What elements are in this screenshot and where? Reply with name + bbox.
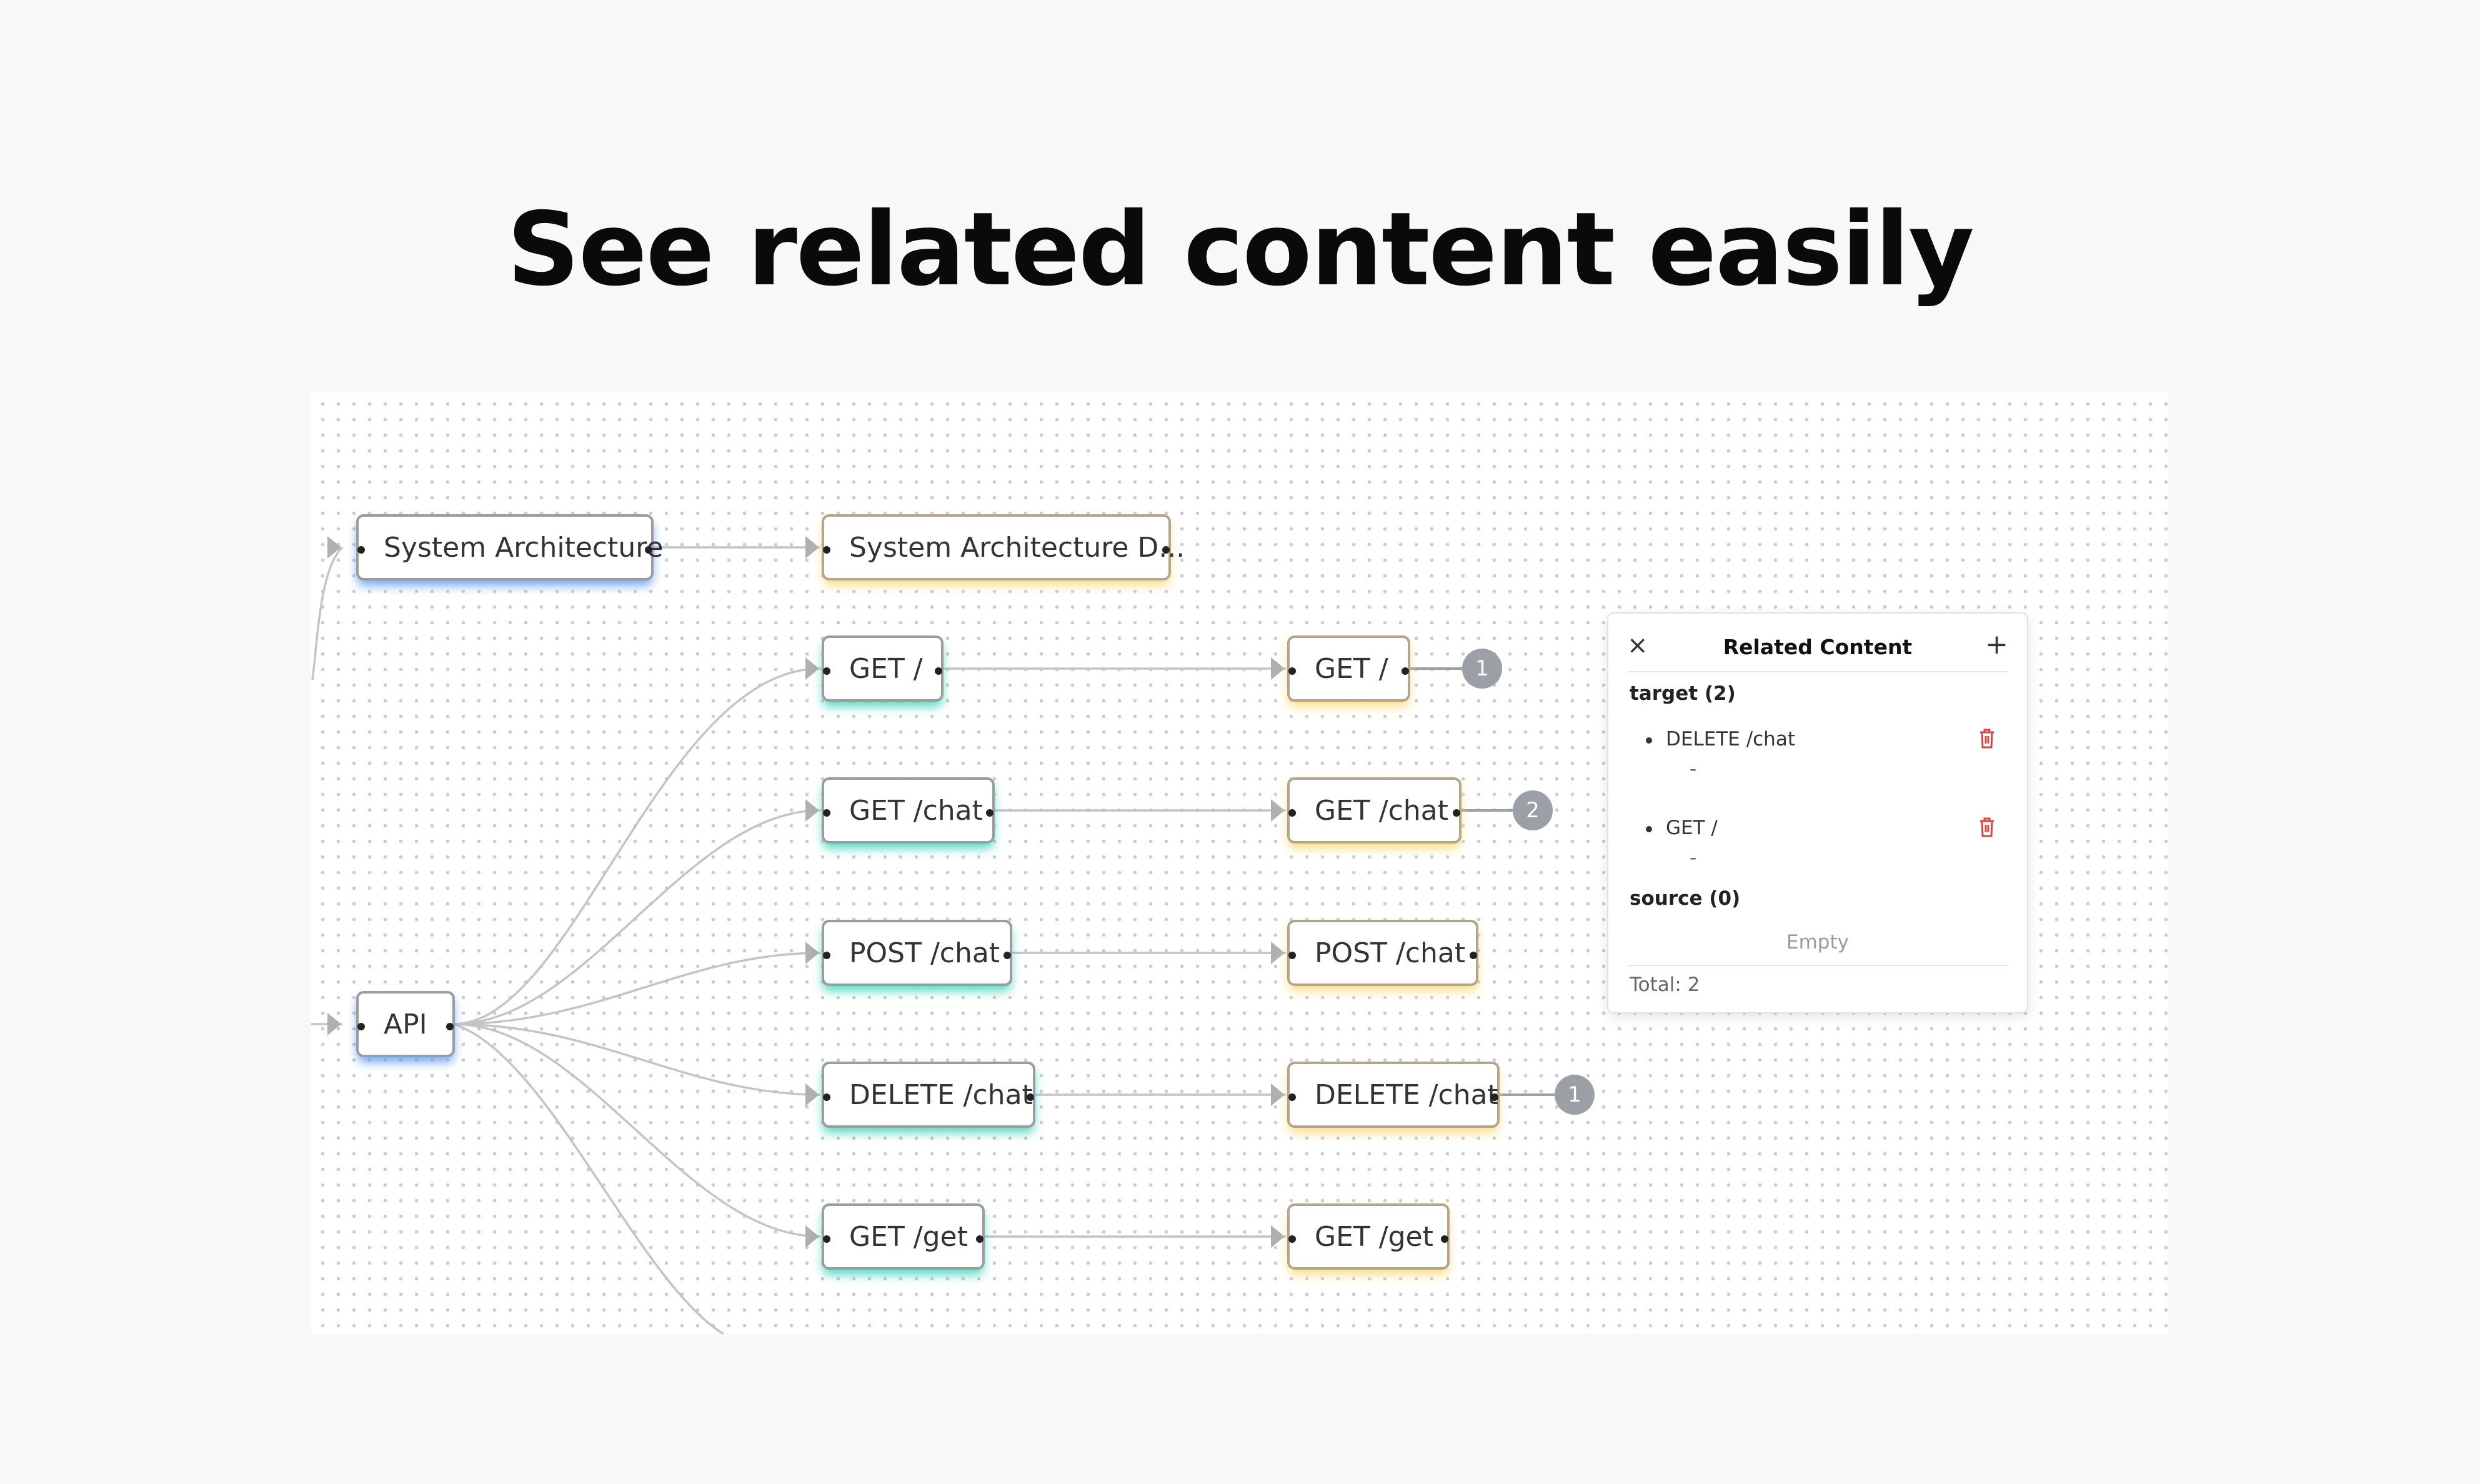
node-label: System Architecture [384, 531, 664, 564]
panel-header: × Related Content + [1627, 627, 2008, 672]
arrowhead-get-get [805, 1225, 819, 1248]
close-icon[interactable]: × [1627, 631, 1648, 660]
node-get-root-target[interactable]: GET / [1287, 635, 1410, 702]
related-content-panel: × Related Content + target (2) DELETE /c… [1607, 612, 2028, 1013]
port-in[interactable] [357, 1023, 365, 1030]
port-out[interactable] [1491, 1093, 1498, 1101]
node-label: API [384, 1008, 427, 1040]
item-description: - [1690, 847, 1697, 869]
port-in[interactable] [823, 1235, 830, 1243]
edge-incoming-system-architecture [311, 546, 344, 680]
node-label: DELETE /chat [1315, 1078, 1498, 1111]
arrowhead-get-root-target [1271, 657, 1285, 680]
arrowhead-delete-chat [805, 1083, 819, 1106]
node-label: System Architecture D... [849, 531, 1185, 564]
arrowhead-get-get-target [1271, 1225, 1285, 1248]
port-out[interactable] [1003, 952, 1011, 959]
port-in[interactable] [1288, 952, 1296, 959]
related-count-badge[interactable]: 1 [1555, 1075, 1595, 1115]
target-section-heading: target (2) [1630, 682, 1736, 705]
total-count: Total: 2 [1630, 974, 1700, 996]
node-get-get[interactable]: GET /get [822, 1203, 985, 1270]
related-count-badge[interactable]: 1 [1462, 649, 1502, 689]
port-in[interactable] [823, 809, 830, 817]
port-in[interactable] [1288, 1235, 1296, 1243]
node-get-get-target[interactable]: GET /get [1287, 1203, 1450, 1270]
node-get-root[interactable]: GET / [822, 635, 944, 702]
empty-state: Empty [1786, 931, 1849, 954]
item-label: GET / [1666, 817, 1718, 839]
port-out[interactable] [986, 809, 993, 817]
bullet [1646, 737, 1652, 744]
list-item[interactable]: GET / - [1646, 817, 1996, 869]
port-in[interactable] [1288, 1093, 1296, 1101]
port-out[interactable] [935, 667, 942, 675]
arrowhead-system-architecture [327, 536, 341, 559]
node-label: GET /get [849, 1220, 968, 1253]
port-out[interactable] [446, 1023, 454, 1030]
node-label: DELETE /chat [849, 1078, 1033, 1111]
node-delete-chat[interactable]: DELETE /chat [822, 1062, 1035, 1128]
edge-api-to-delete-chat [453, 1023, 821, 1096]
port-out[interactable] [1441, 1235, 1448, 1243]
port-out[interactable] [645, 546, 652, 554]
source-section-heading: source (0) [1630, 887, 1741, 910]
bullet [1646, 825, 1652, 832]
port-in[interactable] [823, 546, 830, 554]
node-label: GET / [1315, 652, 1388, 685]
edge-api-to-offscreen [453, 1023, 724, 1334]
edge-api-to-get-get [453, 1023, 821, 1238]
edge-api-to-get-chat [453, 809, 821, 1025]
node-label: GET /chat [849, 794, 983, 827]
add-icon[interactable]: + [1985, 629, 2008, 660]
port-in[interactable] [823, 667, 830, 675]
trash-icon[interactable] [1978, 817, 1996, 838]
divider [1627, 965, 2008, 966]
node-label: POST /chat [1315, 937, 1466, 969]
port-out[interactable] [1453, 809, 1460, 817]
arrowhead-post-chat-target [1271, 942, 1285, 964]
trash-icon[interactable] [1978, 728, 1996, 749]
arrowhead-delete-chat-target [1271, 1083, 1285, 1106]
node-system-architecture-doc[interactable]: System Architecture D... [822, 514, 1185, 580]
node-post-chat-target[interactable]: POST /chat [1287, 920, 1478, 986]
port-out[interactable] [1470, 952, 1477, 959]
arrowhead-post-chat [805, 942, 819, 964]
node-api[interactable]: API [356, 991, 455, 1057]
item-label: DELETE /chat [1666, 728, 1795, 750]
port-in[interactable] [1288, 667, 1296, 675]
page-headline: See related content easily [507, 191, 1975, 309]
node-label: GET /get [1315, 1220, 1433, 1253]
port-out[interactable] [1402, 667, 1409, 675]
node-get-chat[interactable]: GET /chat [822, 777, 995, 844]
node-system-architecture[interactable]: System Architecture [356, 514, 663, 580]
port-out[interactable] [976, 1235, 984, 1243]
port-out[interactable] [1027, 1093, 1034, 1101]
port-in[interactable] [1288, 809, 1296, 817]
node-get-chat-target[interactable]: GET /chat [1287, 777, 1462, 844]
panel-title: Related Content [1723, 635, 1913, 659]
node-label: POST /chat [849, 937, 1000, 969]
arrowhead-get-chat-target [1271, 799, 1285, 822]
edge-api-to-get-root [453, 667, 821, 1025]
arrowhead-get-chat [805, 799, 819, 822]
edge-api-to-post-chat [453, 952, 821, 1025]
port-in[interactable] [357, 546, 365, 554]
related-count-badge[interactable]: 2 [1513, 790, 1553, 830]
port-out[interactable] [1162, 546, 1170, 554]
arrowhead-get-root [805, 657, 819, 680]
arrowhead-system-architecture-doc [805, 536, 819, 559]
node-label: GET / [849, 652, 923, 685]
list-item[interactable]: DELETE /chat - [1646, 728, 1996, 780]
arrowhead-api [327, 1013, 341, 1035]
node-post-chat[interactable]: POST /chat [822, 920, 1012, 986]
item-description: - [1690, 758, 1697, 780]
port-in[interactable] [823, 952, 830, 959]
node-label: GET /chat [1315, 794, 1448, 827]
port-in[interactable] [823, 1093, 830, 1101]
node-delete-chat-target[interactable]: DELETE /chat [1287, 1062, 1500, 1128]
